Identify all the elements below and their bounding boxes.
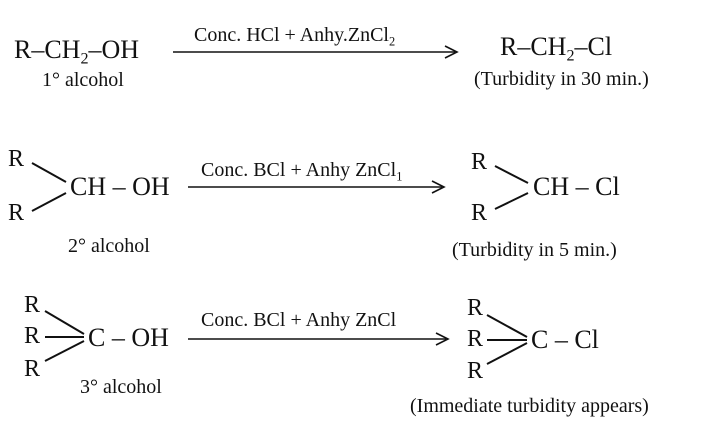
reaction-3-reactant-class: 3° alcohol <box>80 376 162 398</box>
reaction-1-reactant: R–CH2–OH <box>14 35 140 68</box>
reaction-3-product-bond-lower <box>486 342 528 365</box>
reaction-3-product-group-lower: R <box>467 358 484 384</box>
reaction-2-reagent: Conc. BCl + Anhy ZnCl1 <box>201 159 403 184</box>
reaction-2-product-group-lower: R <box>471 200 488 226</box>
reaction-1-reactant-prefix: R–CH <box>14 35 81 64</box>
reaction-3-reactant-group-middle: R <box>24 323 41 349</box>
reaction-3-product-core: C – Cl <box>531 325 599 354</box>
reaction-1-arrow <box>173 45 459 59</box>
reaction-3-reactant-group-upper: R <box>24 292 41 318</box>
reaction-3-product-bond-upper <box>486 314 528 338</box>
reaction-2-reagent-subscript: 1 <box>396 169 403 184</box>
reaction-1-reagent: Conc. HCl + Anhy.ZnCl2 <box>194 24 396 49</box>
reaction-1-product: R–CH2–Cl <box>500 32 613 65</box>
reaction-1-product-prefix: R–CH <box>500 32 567 61</box>
reaction-2-product-core: CH – Cl <box>533 172 620 201</box>
reaction-3-reactant-bond-upper <box>44 310 85 335</box>
reaction-2-product-bond-lower <box>494 192 529 210</box>
reaction-1-reactant-subscript: 2 <box>80 50 89 68</box>
reaction-2-reactant-bond-lower <box>31 192 67 212</box>
reaction-2-reactant-group-upper: R <box>8 146 25 172</box>
reaction-3-reactant-bond-lower <box>44 340 85 362</box>
reaction-3-product-group-upper: R <box>467 295 484 321</box>
reaction-2-reactant-bond-upper <box>31 162 67 183</box>
reaction-1-reagent-text: Conc. HCl + Anhy.ZnCl <box>194 24 389 46</box>
reaction-1-product-suffix: –Cl <box>574 32 613 61</box>
reaction-1-reagent-subscript: 2 <box>389 34 396 49</box>
reaction-3-product-group-middle: R <box>467 326 484 352</box>
reaction-1-observation: (Turbidity in 30 min.) <box>474 68 649 90</box>
reaction-3-arrow <box>188 332 450 346</box>
reaction-1-reactant-suffix: –OH <box>88 35 140 64</box>
reaction-2-reactant-class: 2° alcohol <box>68 235 150 257</box>
reaction-2-product-bond-upper <box>494 165 529 184</box>
reaction-1-reactant-class: 1° alcohol <box>42 69 124 91</box>
reaction-2-reagent-text: Conc. BCl + Anhy ZnCl <box>201 159 397 181</box>
reaction-1-product-subscript: 2 <box>566 47 575 65</box>
reaction-3-reagent: Conc. BCl + Anhy ZnCl <box>201 309 397 331</box>
reaction-3-observation: (Immediate turbidity appears) <box>410 395 649 417</box>
reaction-3-reactant-core: C – OH <box>88 323 169 352</box>
reaction-2-arrow <box>188 180 446 194</box>
reaction-2-reactant-group-lower: R <box>8 200 25 226</box>
reaction-2-product-group-upper: R <box>471 149 488 175</box>
reaction-2-observation: (Turbidity in 5 min.) <box>452 239 617 261</box>
reaction-2-reactant-core: CH – OH <box>70 172 170 201</box>
reaction-3-reactant-group-lower: R <box>24 356 41 382</box>
